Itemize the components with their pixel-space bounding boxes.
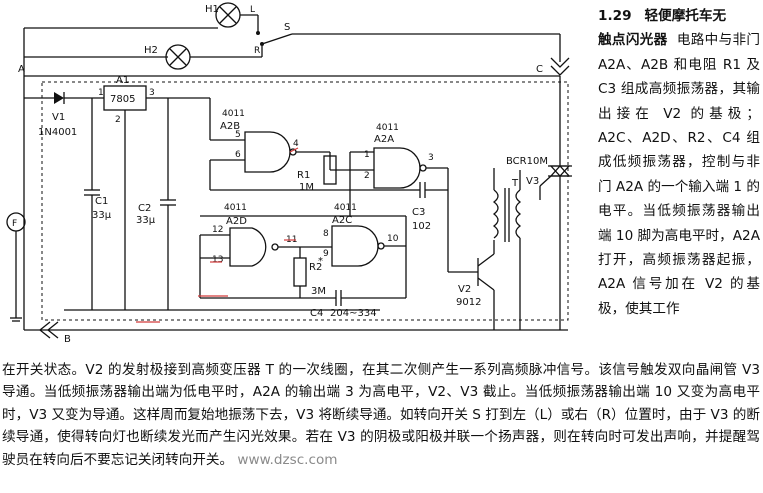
bottom-paragraph: 在开关状态。V2 的发射极接到高频变压器 T 的一次线圈，在其二次侧产生一系列高… xyxy=(2,362,760,468)
node-b-label: B xyxy=(64,334,71,345)
gate-a2c xyxy=(331,225,379,267)
side-paragraph: 电路中与非门 A2A、A2B 和电阻 R1 及 C3 组成高频振荡器，其输出接在… xyxy=(598,32,760,317)
regulator-pin2: 2 xyxy=(115,115,121,125)
switch-blade xyxy=(261,33,293,45)
c2-value: 33μ xyxy=(136,215,156,226)
v3-ref: V3 xyxy=(526,176,539,187)
r2-mark: * xyxy=(318,256,323,267)
gate-a2a-pin-out: 3 xyxy=(428,153,434,163)
section-number: 1.29 xyxy=(598,8,632,24)
gate-a2d-pin-b: 13 xyxy=(212,255,223,265)
connector-b-icon xyxy=(38,321,51,339)
gate-a2a-pin-b: 2 xyxy=(364,171,370,181)
gate-a2d-ref: A2D xyxy=(226,216,247,227)
r2-value: 3M xyxy=(311,286,326,297)
regulator-pin3: 3 xyxy=(149,88,155,98)
switch-r-label: R xyxy=(254,46,260,56)
generator-label: F xyxy=(12,219,17,229)
gate-a2c-chip: 4011 xyxy=(334,203,357,213)
gate-a2d-pin-a: 12 xyxy=(212,225,223,235)
c1-value: 33μ xyxy=(92,210,112,221)
gate-a2b-pin-out: 4 xyxy=(293,139,299,149)
section-title-line1: 轻便摩托车无 xyxy=(644,8,727,24)
lamp-h2-label: H2 xyxy=(144,45,158,56)
v3-part: BCR10M xyxy=(506,156,548,167)
diode-v1 xyxy=(24,92,104,104)
transformer-ref: T xyxy=(511,178,519,189)
gate-a2a xyxy=(373,147,421,189)
node-a-label: A xyxy=(18,64,25,75)
r2-ref: R2 xyxy=(309,262,322,273)
gate-a2b xyxy=(244,131,291,173)
watermark-text: www.dzsc.com xyxy=(237,451,338,468)
diode-ref: V1 xyxy=(52,112,65,123)
gate-a2d-chip: 4011 xyxy=(224,203,247,213)
gate-a2b-chip: 4011 xyxy=(222,109,245,119)
regulator-part: 7805 xyxy=(110,94,135,105)
gate-a2a-pin-a: 1 xyxy=(364,150,370,160)
c4-value: 204~334 xyxy=(330,308,377,319)
c3-value: 102 xyxy=(412,221,431,232)
regulator-pin1: 1 xyxy=(98,88,104,98)
triac-v3 xyxy=(539,76,572,330)
circuit-schematic: H1 H2 L R S A C F B V1 1N4001 7805 A1 1 … xyxy=(6,2,572,345)
lamp-h1-label: H1 xyxy=(205,4,219,15)
switch-l-label: L xyxy=(250,5,255,15)
node-c-label: C xyxy=(536,64,543,75)
r1-value: 1M xyxy=(299,182,314,193)
bottom-paragraph-block: 在开关状态。V2 的发射极接到高频变压器 T 的一次线圈，在其二次侧产生一系列高… xyxy=(2,359,760,471)
gate-a2c-pin-b: 9 xyxy=(323,249,329,259)
c3-ref: C3 xyxy=(412,207,425,218)
gate-a2a-ref: A2A xyxy=(374,134,394,145)
gate-a2b-pin-a: 5 xyxy=(235,130,241,140)
lamp-circuit xyxy=(23,2,570,330)
v2-part: 9012 xyxy=(456,297,481,308)
gate-a2d xyxy=(229,227,267,267)
r1-ref: R1 xyxy=(297,170,310,181)
diode-part: 1N4001 xyxy=(38,127,77,138)
gate-a2c-pin-out: 10 xyxy=(387,234,399,244)
section-title-line2: 触点闪光器 xyxy=(598,32,668,49)
v2-ref: V2 xyxy=(458,284,471,295)
c4-ref: C4 xyxy=(310,308,323,319)
side-paragraph-block: 1.29 轻便摩托车无 触点闪光器 电路中与非门 A2A、A2B 和电阻 R1 … xyxy=(598,4,760,321)
switch-s-label: S xyxy=(284,22,290,33)
gate-a2c-ref: A2C xyxy=(332,215,352,226)
gate-a2b-pin-b: 6 xyxy=(235,150,241,160)
connector-c-icon xyxy=(550,57,570,68)
gate-a2a-chip: 4011 xyxy=(376,123,399,133)
transistor-v2 xyxy=(477,240,495,330)
regulator-ref: A1 xyxy=(116,75,129,86)
c2-ref: C2 xyxy=(138,203,151,214)
gate-a2b-ref: A2B xyxy=(220,121,240,132)
transformer-t xyxy=(492,168,522,330)
c1-ref: C1 xyxy=(95,196,108,207)
gate-a2c-pin-a: 8 xyxy=(323,229,329,239)
module-outline xyxy=(41,81,569,321)
resistor-r2 xyxy=(293,257,307,287)
resistor-r1 xyxy=(323,155,337,185)
